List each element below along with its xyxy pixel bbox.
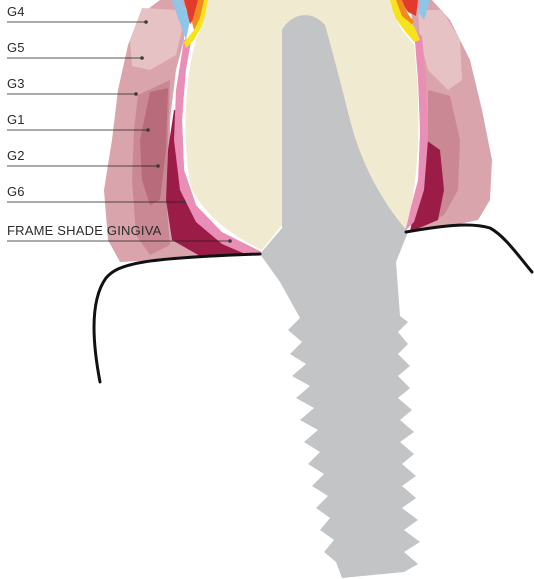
label-g1-pointer [146,128,150,132]
label-g1-text: G1 [7,112,25,127]
label-g3-text: G3 [7,76,25,91]
label-g3-pointer [134,92,138,96]
label-g6-text: G6 [7,184,25,199]
label-g4-text: G4 [7,4,25,19]
label-frame-text: FRAME SHADE GINGIVA [7,223,162,238]
bone-outline-right [406,225,532,272]
label-g4: G4 [7,4,148,24]
label-g2-pointer [156,164,160,168]
label-g4-pointer [144,20,148,24]
label-frame-pointer [228,239,232,243]
label-g5-pointer [140,56,144,60]
label-g5: G5 [7,40,144,60]
label-g5-text: G5 [7,40,25,55]
bone-outline [94,254,260,382]
label-g2-text: G2 [7,148,25,163]
label-g6-pointer [182,200,186,204]
